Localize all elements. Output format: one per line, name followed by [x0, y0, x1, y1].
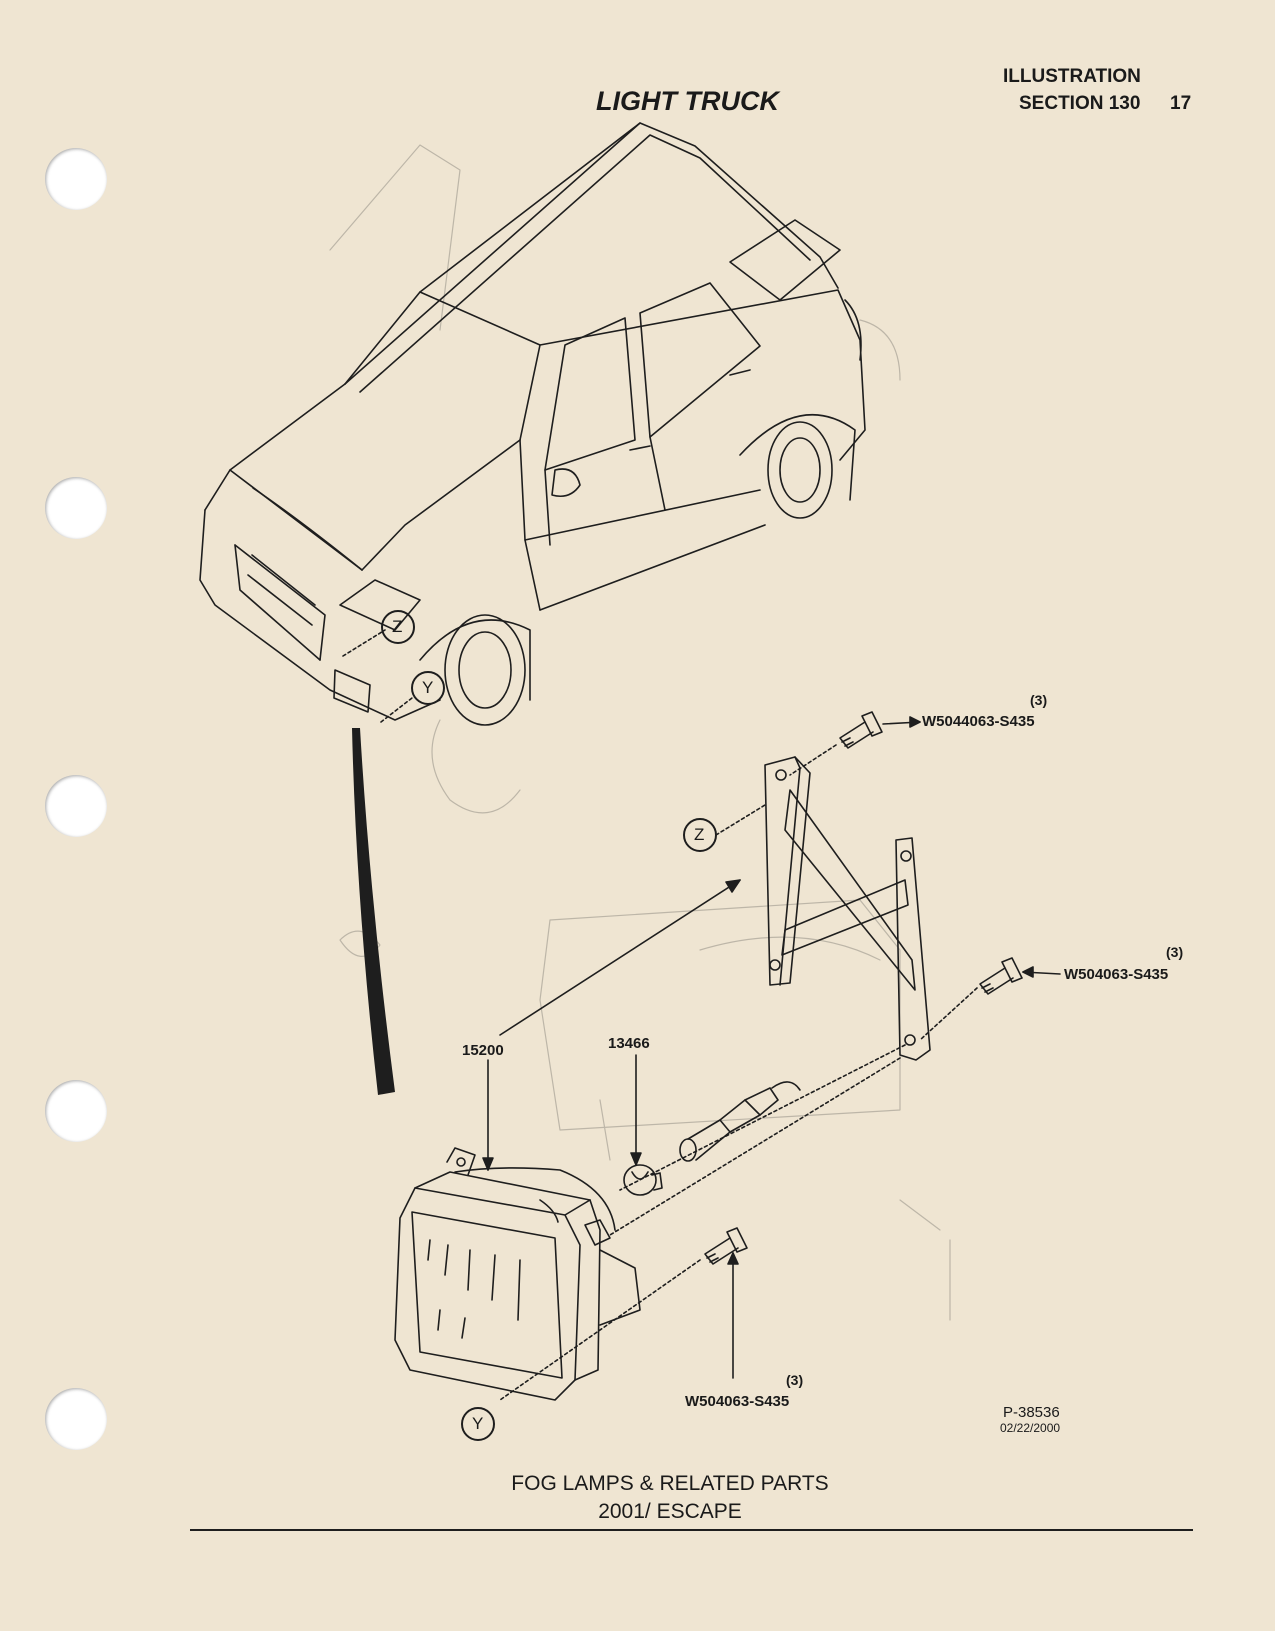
callout-z-vehicle: Z	[392, 617, 403, 636]
fog-lamp-part-number: 15200	[462, 1042, 504, 1059]
bottom-screw-part-number: W504063-S435	[685, 1393, 790, 1410]
mounting-bracket	[764, 756, 931, 1061]
page-title: LIGHT TRUCK	[596, 86, 779, 116]
binder-hole	[45, 775, 107, 837]
right-screw-part-number: W504063-S435	[1064, 966, 1169, 983]
bulb	[623, 1164, 663, 1196]
binder-hole	[45, 1080, 107, 1142]
bottom-screw-qty: (3)	[786, 1372, 804, 1388]
drawing-number: P-38536	[1003, 1404, 1060, 1421]
callout-z-bracket: Z	[694, 825, 705, 844]
top-screw-qty: (3)	[1030, 692, 1048, 708]
binder-hole	[45, 148, 107, 210]
bottom-screw	[704, 1227, 748, 1379]
bulb-socket	[679, 1081, 801, 1162]
vehicle-outline	[199, 122, 866, 726]
caption-line-1: FOG LAMPS & RELATED PARTS	[511, 1472, 829, 1495]
binder-hole	[45, 1388, 107, 1450]
caption-line-2: 2001/ ESCAPE	[598, 1500, 742, 1523]
callout-y-lamp: Y	[472, 1414, 484, 1433]
callout-y-vehicle: Y	[422, 678, 434, 697]
section-number: SECTION 130	[1019, 93, 1141, 114]
section-label: ILLUSTRATION	[1003, 66, 1141, 87]
right-screw-qty: (3)	[1166, 944, 1184, 960]
fog-lamp-assembly	[394, 1147, 641, 1401]
drawing-date: 02/22/2000	[1000, 1421, 1061, 1435]
page-number: 17	[1170, 93, 1192, 114]
top-screw-part-number: W5044063-S435	[922, 713, 1035, 730]
right-screw	[979, 957, 1061, 995]
bulb-part-number: 13466	[608, 1035, 650, 1052]
binder-hole	[45, 477, 107, 539]
top-screw	[839, 711, 921, 749]
